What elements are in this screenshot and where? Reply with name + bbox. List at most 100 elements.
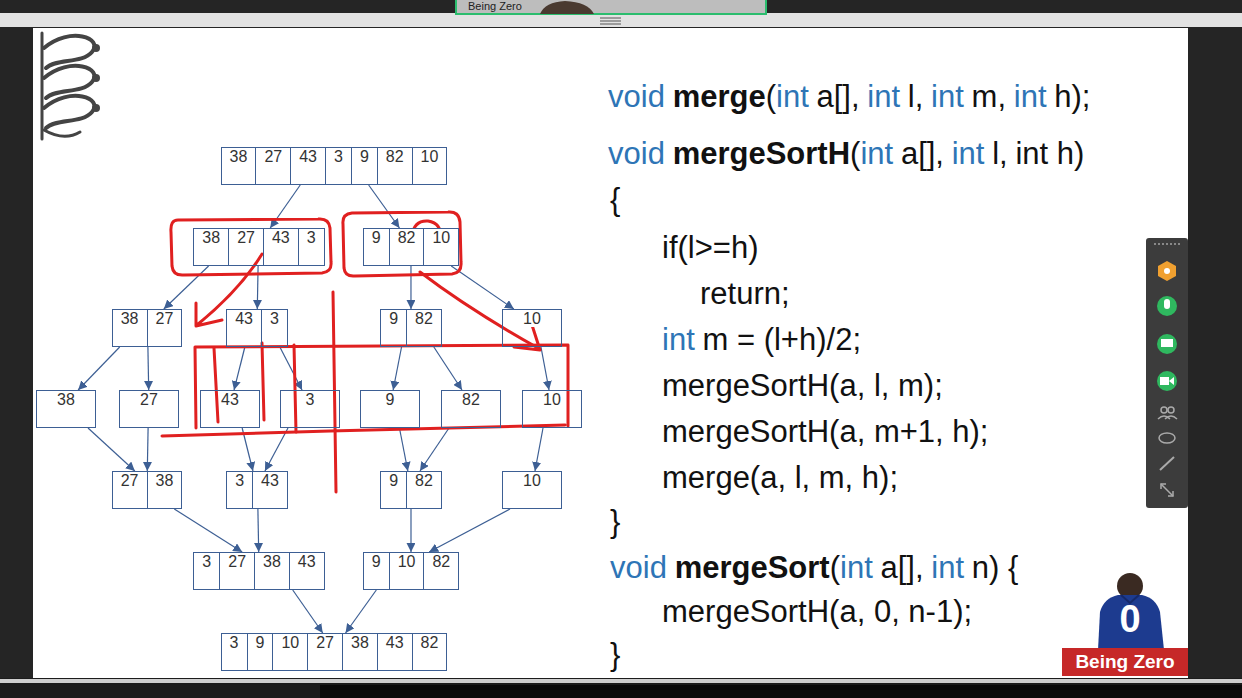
split-merge-arrow bbox=[270, 185, 300, 228]
array-cell: 82 bbox=[377, 148, 412, 184]
array-value: 27 bbox=[315, 634, 335, 651]
array-value: 38 bbox=[120, 310, 140, 327]
split-merge-arrow bbox=[410, 266, 411, 309]
red-line bbox=[262, 343, 264, 420]
array-cell: 38 bbox=[37, 391, 95, 427]
array-value: 3 bbox=[234, 472, 245, 489]
array-value: 10 bbox=[397, 553, 417, 570]
code-line: mergeSortH(a, l, m); bbox=[662, 367, 943, 405]
array-value: 43 bbox=[297, 553, 317, 570]
code-line: voidmergeSort(inta[],intn) { bbox=[610, 549, 1018, 587]
code-keyword: int bbox=[931, 550, 964, 585]
array-value: 9 bbox=[371, 229, 382, 246]
red-circle bbox=[343, 212, 461, 276]
array-cell: 10 bbox=[412, 148, 447, 184]
array-cell: 9 bbox=[361, 391, 419, 427]
code-text: } bbox=[610, 637, 620, 672]
array-cell: 9 bbox=[351, 148, 377, 184]
array-box: 27 bbox=[119, 390, 179, 428]
code-function: mergeSortH bbox=[673, 136, 850, 171]
array-cell: 27 bbox=[255, 148, 290, 184]
array-box: 982 bbox=[380, 309, 442, 347]
array-cell: 3 bbox=[325, 148, 351, 184]
webcam-person bbox=[540, 1, 594, 14]
split-merge-arrow bbox=[541, 347, 549, 390]
array-value: 43 bbox=[385, 634, 405, 651]
array-value: 9 bbox=[388, 310, 399, 327]
spiral-logo bbox=[42, 33, 100, 139]
array-box: 9 bbox=[360, 390, 420, 428]
array-cell: 38 bbox=[113, 310, 147, 346]
array-cell: 38 bbox=[194, 229, 228, 265]
array-value: 27 bbox=[120, 472, 140, 489]
code-text: } bbox=[610, 504, 620, 539]
array-cell: 38 bbox=[254, 553, 289, 589]
webcam-name: Being Zero bbox=[468, 0, 522, 12]
array-value: 38 bbox=[201, 229, 221, 246]
split-merge-arrow bbox=[164, 266, 209, 309]
array-value: 38 bbox=[262, 553, 282, 570]
code-line: intm = (l+h)/2; bbox=[662, 321, 861, 359]
array-cell: 43 bbox=[227, 310, 261, 346]
array-cell: 82 bbox=[389, 229, 424, 265]
array-cell: 3 bbox=[261, 310, 287, 346]
slide bbox=[33, 28, 1188, 678]
code-line: voidmerge(inta[],intl,intm,inth); bbox=[608, 78, 1090, 116]
array-value: 82 bbox=[414, 472, 434, 489]
code-text: mergeSortH(a, 0, n-1); bbox=[662, 594, 972, 629]
code-text: ( bbox=[766, 79, 776, 114]
code-text: l, bbox=[908, 79, 924, 114]
brand-logo bbox=[1062, 573, 1188, 676]
array-cell: 3 bbox=[194, 553, 219, 589]
code-keyword: int bbox=[860, 136, 893, 171]
array-cell: 43 bbox=[201, 391, 259, 427]
red-circle bbox=[171, 219, 331, 275]
array-value: 38 bbox=[155, 472, 175, 489]
array-cell: 43 bbox=[263, 229, 298, 265]
red-line bbox=[214, 348, 218, 422]
array-cell: 82 bbox=[423, 553, 458, 589]
array-box: 343 bbox=[226, 471, 288, 509]
code-function: merge bbox=[673, 79, 766, 114]
array-box: 9 82 10 bbox=[363, 228, 460, 266]
array-box: 9 82 bbox=[380, 471, 442, 509]
red-line bbox=[333, 292, 336, 492]
code-line: } bbox=[610, 636, 620, 674]
code-text: n) { bbox=[972, 550, 1019, 585]
array-cell: 9 bbox=[381, 472, 406, 508]
array-box: 27 38 bbox=[112, 471, 183, 509]
array-cell: 43 bbox=[290, 148, 325, 184]
array-box: 10 bbox=[522, 390, 582, 428]
code-text: l, bbox=[992, 136, 1008, 171]
split-merge-arrow bbox=[399, 428, 407, 471]
code-text: a[], bbox=[817, 79, 860, 114]
array-cell: 38 bbox=[222, 148, 256, 184]
array-cell: 10 bbox=[503, 310, 561, 346]
code-line: merge(a, l, m, h); bbox=[662, 459, 898, 497]
array-value: 82 bbox=[385, 148, 405, 165]
array-value: 38 bbox=[350, 634, 370, 651]
split-merge-arrow bbox=[88, 428, 135, 471]
array-value: 9 bbox=[385, 391, 396, 408]
split-merge-arrow bbox=[78, 347, 120, 390]
array-cell: 27 bbox=[147, 310, 182, 346]
array-box: 38 27 bbox=[112, 309, 183, 347]
split-merge-arrow bbox=[234, 347, 245, 390]
array-cell: 10 bbox=[272, 634, 307, 670]
code-text: ( bbox=[830, 550, 840, 585]
array-value: 82 bbox=[397, 229, 417, 246]
array-value: 10 bbox=[522, 310, 542, 327]
split-merge-arrow bbox=[174, 509, 242, 552]
code-text: { bbox=[610, 182, 620, 217]
code-keyword: int bbox=[931, 79, 964, 114]
drag-handle bbox=[600, 18, 621, 24]
array-cell: 27 bbox=[228, 229, 263, 265]
array-cell: 10 bbox=[389, 553, 424, 589]
array-value: 43 bbox=[298, 148, 318, 165]
array-value: 82 bbox=[420, 634, 440, 651]
array-box: 3827433 bbox=[193, 228, 324, 266]
array-value: 10 bbox=[431, 229, 451, 246]
array-value: 38 bbox=[56, 391, 76, 408]
